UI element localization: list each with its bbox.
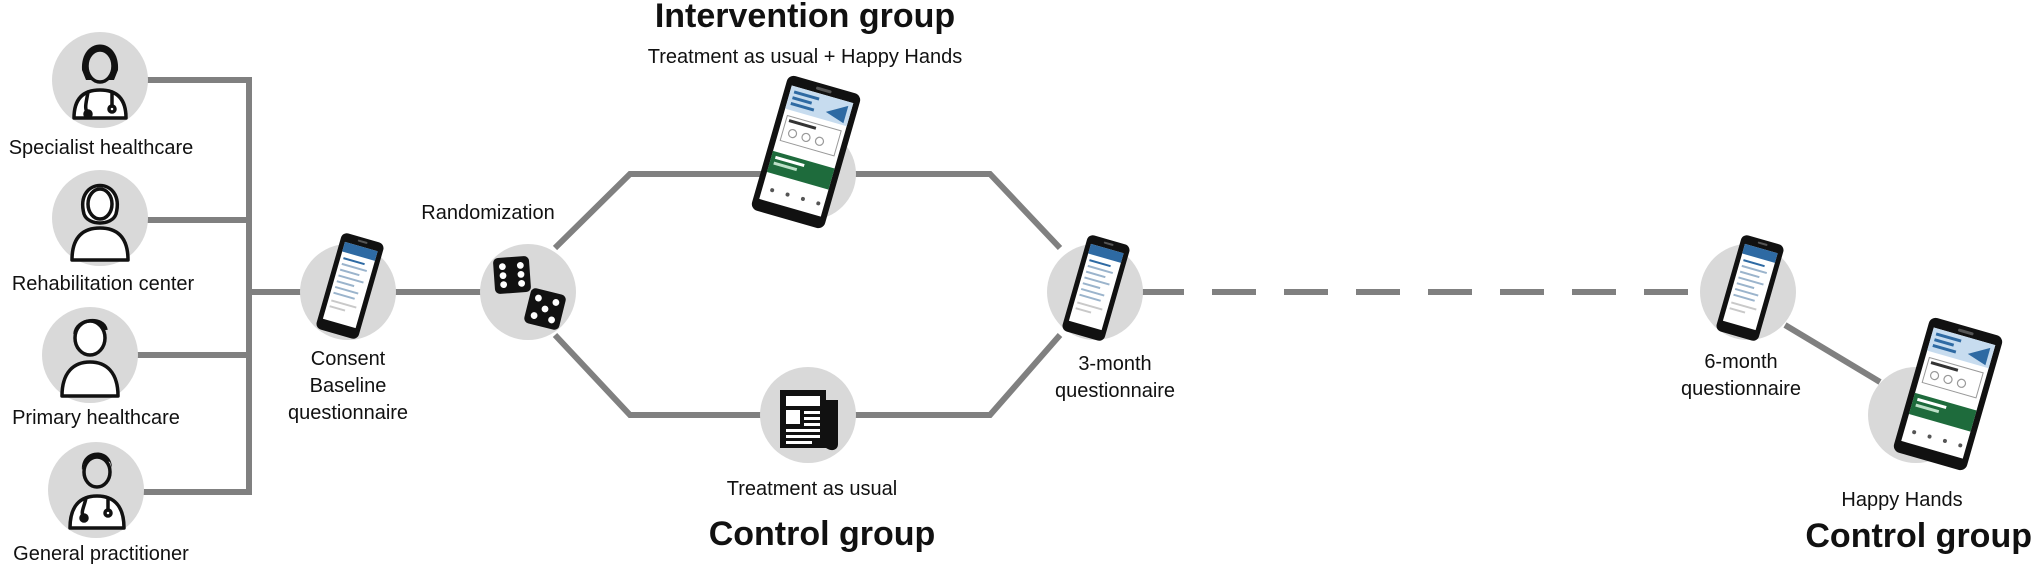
control-group-subtitle: Treatment as usual	[726, 478, 898, 500]
happy-hands-app-icon	[749, 73, 863, 231]
intervention-group-title: Intervention group	[654, 0, 956, 35]
control-group-title: Control group	[708, 515, 936, 553]
crossover-subtitle: Happy Hands	[1841, 489, 1963, 511]
randomization-label: Randomization	[421, 202, 555, 224]
specialist-healthcare-label: Specialist healthcare	[8, 137, 194, 159]
six-month-label: 6-month questionnaire	[1660, 349, 1822, 403]
crossover-title: Control group	[1805, 517, 2032, 555]
primary-healthcare-node	[42, 307, 138, 403]
newspaper-icon	[780, 390, 838, 451]
six-month-label-line-2: questionnaire	[1680, 378, 1802, 400]
dice-icon	[493, 256, 566, 330]
consent-label-line-2: Baseline	[309, 375, 387, 397]
consent-label-line-3: questionnaire	[287, 402, 409, 424]
intervention-group-subtitle: Treatment as usual + Happy Hands	[647, 46, 963, 68]
randomization-node	[480, 244, 576, 340]
consent-label-line-1: Consent	[310, 348, 386, 370]
crossover-line	[1783, 322, 1882, 385]
happy-hands-app-icon	[1891, 315, 2005, 473]
three-month-node	[1047, 233, 1143, 343]
six-month-label-line-1: 6-month	[1704, 351, 1778, 373]
crossover-node	[1868, 315, 2005, 473]
three-month-label: 3-month questionnaire	[1030, 351, 1200, 405]
male-doctor-icon	[68, 452, 126, 530]
three-month-label-line-2: questionnaire	[1054, 380, 1176, 402]
specialist-healthcare-node	[52, 32, 148, 128]
general-practitioner-label: General practitioner	[13, 543, 189, 565]
female-person-icon	[70, 183, 130, 262]
consent-baseline-node	[300, 231, 396, 341]
rehabilitation-center-label: Rehabilitation center	[11, 273, 195, 295]
general-practitioner-node	[48, 442, 144, 538]
control-node	[760, 367, 856, 463]
six-month-node	[1700, 233, 1796, 343]
male-person-icon	[60, 319, 120, 398]
female-doctor-icon	[72, 44, 128, 120]
consent-baseline-label: Consent Baseline questionnaire	[268, 346, 428, 427]
intervention-node	[749, 73, 863, 231]
three-month-label-line-1: 3-month	[1078, 353, 1152, 375]
rehabilitation-center-node	[52, 170, 148, 266]
primary-healthcare-label: Primary healthcare	[12, 407, 180, 429]
